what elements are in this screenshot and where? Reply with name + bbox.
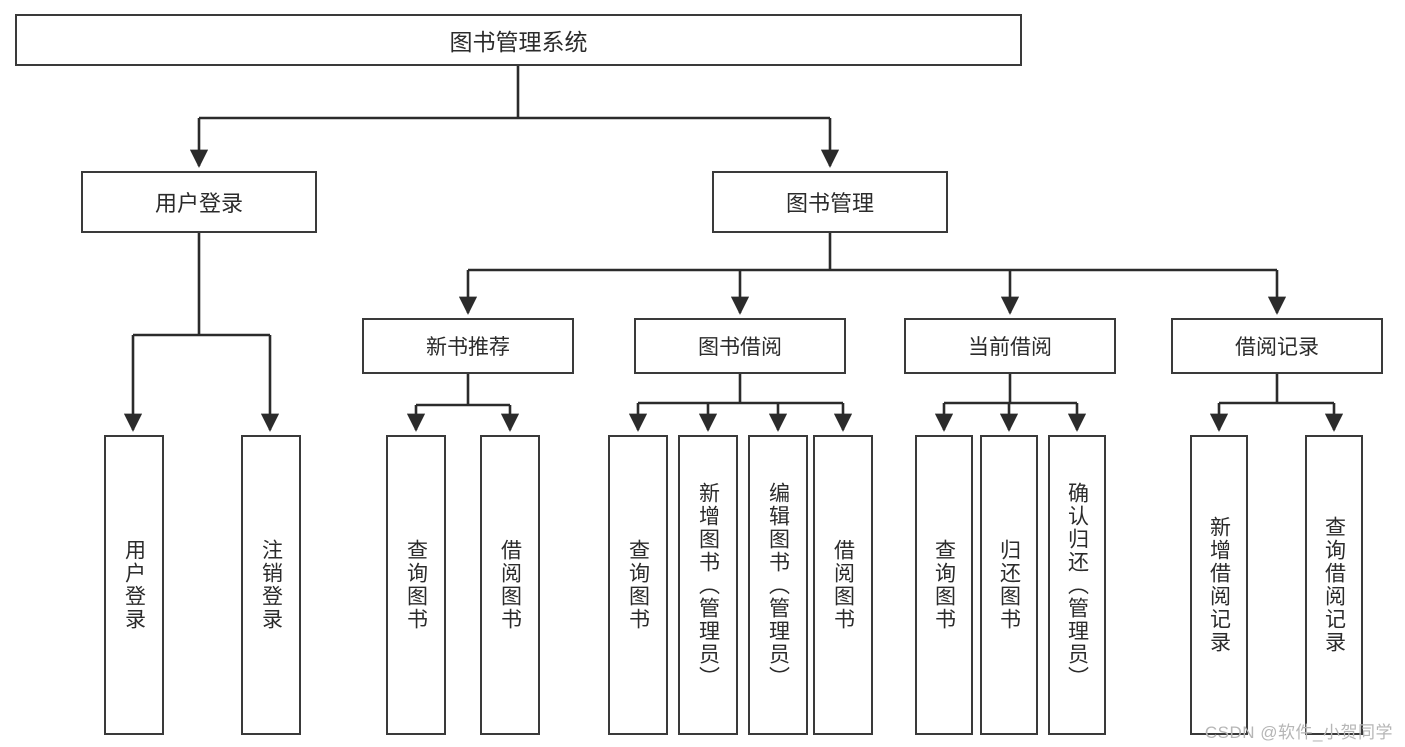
node-root-label: 图书管理系统: [449, 29, 588, 55]
node-leaf-query-book-1[interactable]: 查询图书: [386, 435, 446, 735]
node-leaf-confirm-return[interactable]: 确认归还（管理员）: [1048, 435, 1106, 735]
node-leaf-borrow-book-1-label: 借阅图书: [498, 539, 522, 631]
node-borrow-record-label: 借阅记录: [1235, 336, 1319, 359]
node-leaf-query-record-label: 查询借阅记录: [1322, 516, 1346, 654]
node-leaf-add-record-label: 新增借阅记录: [1207, 516, 1231, 654]
node-leaf-borrow-book-1[interactable]: 借阅图书: [480, 435, 540, 735]
node-user-login-label: 用户登录: [154, 191, 243, 216]
node-root[interactable]: 图书管理系统: [15, 14, 1022, 66]
node-leaf-add-record[interactable]: 新增借阅记录: [1190, 435, 1248, 735]
node-leaf-borrow-book-2[interactable]: 借阅图书: [813, 435, 873, 735]
node-leaf-return-book[interactable]: 归还图书: [980, 435, 1038, 735]
node-leaf-borrow-book-2-label: 借阅图书: [831, 539, 855, 631]
node-leaf-query-book-3[interactable]: 查询图书: [915, 435, 973, 735]
node-book-borrow[interactable]: 图书借阅: [634, 318, 846, 374]
node-leaf-edit-book-label: 编辑图书（管理员）: [766, 481, 790, 689]
node-leaf-add-book-label: 新增图书（管理员）: [696, 481, 720, 689]
node-current-borrow[interactable]: 当前借阅: [904, 318, 1116, 374]
node-leaf-confirm-return-label: 确认归还（管理员）: [1065, 481, 1089, 689]
node-leaf-query-book-2-label: 查询图书: [626, 539, 650, 631]
node-leaf-query-book-3-label: 查询图书: [932, 539, 956, 631]
node-leaf-query-record[interactable]: 查询借阅记录: [1305, 435, 1363, 735]
node-leaf-logout-login-label: 注销登录: [259, 539, 283, 631]
node-leaf-edit-book[interactable]: 编辑图书（管理员）: [748, 435, 808, 735]
watermark-text: CSDN @软件_小贺同学: [1204, 723, 1393, 742]
node-book-manage-label: 图书管理: [785, 191, 874, 216]
node-borrow-record[interactable]: 借阅记录: [1171, 318, 1383, 374]
node-leaf-user-login-label: 用户登录: [122, 539, 146, 631]
node-leaf-query-book-1-label: 查询图书: [404, 539, 428, 631]
node-leaf-logout-login[interactable]: 注销登录: [241, 435, 301, 735]
node-leaf-add-book[interactable]: 新增图书（管理员）: [678, 435, 738, 735]
node-new-book-recommend[interactable]: 新书推荐: [362, 318, 574, 374]
node-user-login[interactable]: 用户登录: [81, 171, 317, 233]
node-book-borrow-label: 图书借阅: [698, 336, 782, 359]
node-current-borrow-label: 当前借阅: [968, 336, 1052, 359]
node-leaf-query-book-2[interactable]: 查询图书: [608, 435, 668, 735]
node-leaf-user-login[interactable]: 用户登录: [104, 435, 164, 735]
node-new-book-recommend-label: 新书推荐: [426, 336, 510, 359]
node-book-manage[interactable]: 图书管理: [712, 171, 948, 233]
node-leaf-return-book-label: 归还图书: [997, 539, 1021, 631]
